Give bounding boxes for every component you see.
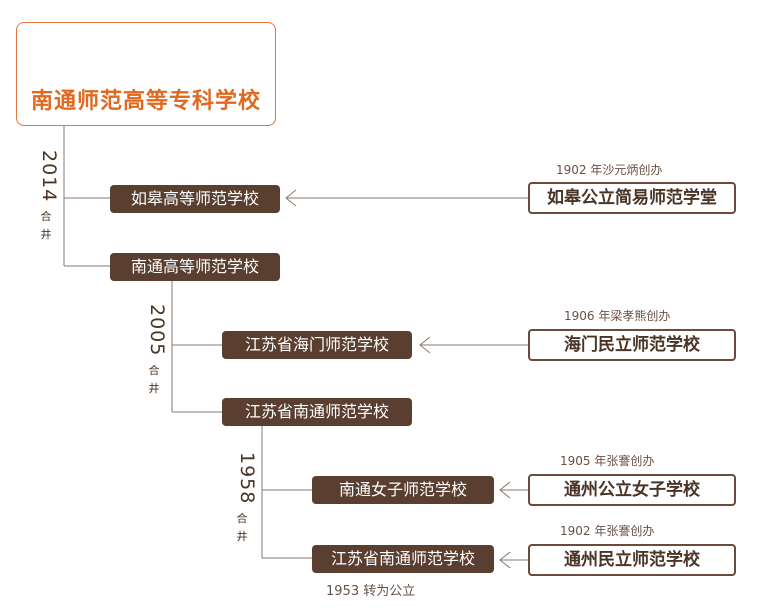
school-nantong-higher: 南通高等师范学校 (110, 253, 280, 281)
origin-tongzhou-private: 通州民立师范学校 (528, 544, 736, 576)
origin-note-3: 1905 年张謇创办 (560, 454, 655, 468)
origin-note-2: 1906 年梁孝熊创办 (564, 309, 671, 323)
root-school-title: 南通师范高等专科学校 (30, 89, 261, 114)
merge-year-1958: 1958 (236, 452, 258, 505)
origin-note-4: 1902 年张謇创办 (560, 524, 655, 538)
merge-char-1958-a: 合 (236, 512, 248, 525)
root-school-box: 南通师范高等专科学校 (16, 22, 276, 126)
merge-char-1958-b: 井 (236, 530, 248, 543)
school-jiangsu-nantong-sub: 江苏省南通师范学校 (312, 545, 494, 573)
merge-char-2005-b: 井 (148, 382, 160, 395)
public-conversion-note: 1953 转为公立 (326, 584, 416, 599)
origin-tongzhou-girls: 通州公立女子学校 (528, 474, 736, 506)
origin-note-1: 1902 年沙元炳创办 (556, 163, 663, 177)
merge-year-2005: 2005 (146, 304, 168, 357)
school-jiangsu-nantong: 江苏省南通师范学校 (222, 398, 412, 426)
arrow-head-4 (499, 551, 511, 569)
merge-char-2014-a: 合 (40, 210, 52, 223)
merge-year-2014: 2014 (38, 150, 60, 203)
arrow-head-2 (419, 336, 431, 354)
origin-haimen-private: 海门民立师范学校 (528, 329, 736, 361)
arrow-head-3 (499, 481, 511, 499)
origin-rugao-public: 如皋公立简易师范学堂 (528, 182, 736, 214)
school-rugao-higher: 如皋高等师范学校 (110, 185, 280, 213)
merge-char-2014-b: 井 (40, 228, 52, 241)
arrow-head-1 (285, 189, 297, 207)
school-jiangsu-haimen: 江苏省海门师范学校 (222, 331, 412, 359)
merge-char-2005-a: 合 (148, 364, 160, 377)
school-nantong-girls: 南通女子师范学校 (312, 476, 494, 504)
